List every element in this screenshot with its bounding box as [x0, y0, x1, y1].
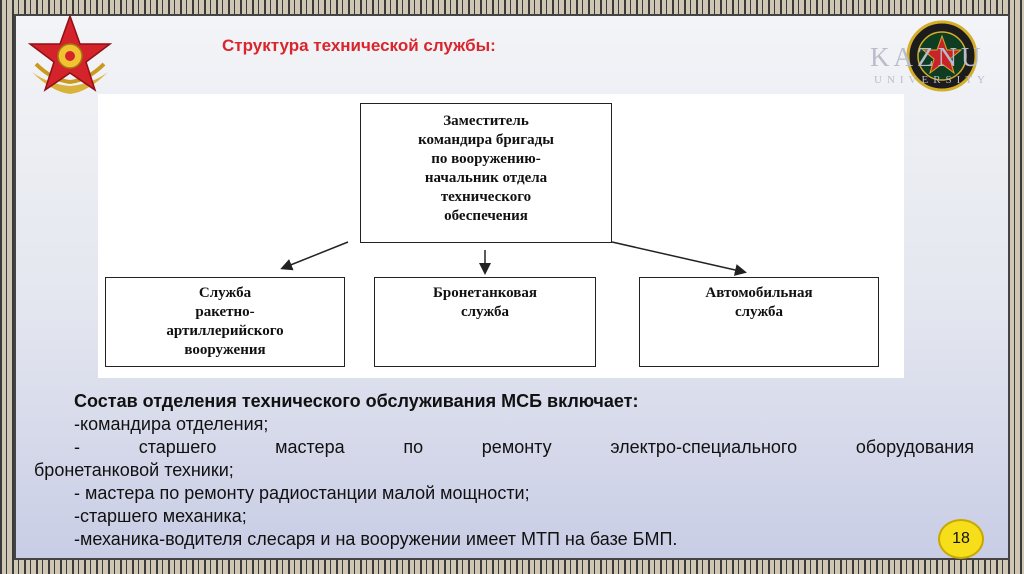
- university-logo-text: KAZNU: [870, 42, 1010, 73]
- red-star-emblem-icon: [22, 14, 118, 98]
- list-item: - старшего мастера по ремонту электро-сп…: [34, 436, 974, 459]
- body-heading: Состав отделения технического обслуживан…: [34, 390, 974, 413]
- arrow-to-left-box: [283, 242, 348, 268]
- list-item: - мастера по ремонту радиостанции малой …: [34, 482, 974, 505]
- slide-title: Структура технической службы:: [222, 36, 496, 56]
- list-item: -механика-водителя слесаря и на вооружен…: [34, 528, 974, 551]
- list-item: бронетанковой техники;: [34, 459, 974, 482]
- list-item: -старшего механика;: [34, 505, 974, 528]
- armored-service-box: Бронетанковая служба: [374, 277, 596, 367]
- list-item: -командира отделения;: [34, 413, 974, 436]
- org-chart-diagram: Заместитель командира бригады по вооруже…: [98, 94, 904, 378]
- deputy-commander-box: Заместитель командира бригады по вооруже…: [360, 103, 612, 243]
- arrow-to-right-box: [612, 242, 744, 272]
- body-text: Состав отделения технического обслуживан…: [34, 390, 974, 551]
- university-logo-subtext: UNIVERSITY: [874, 74, 1012, 86]
- page-number-badge: 18: [938, 519, 984, 559]
- artillery-service-box: Служба ракетно- артиллерийского вооружен…: [105, 277, 345, 367]
- automobile-service-box: Автомобильная служба: [639, 277, 879, 367]
